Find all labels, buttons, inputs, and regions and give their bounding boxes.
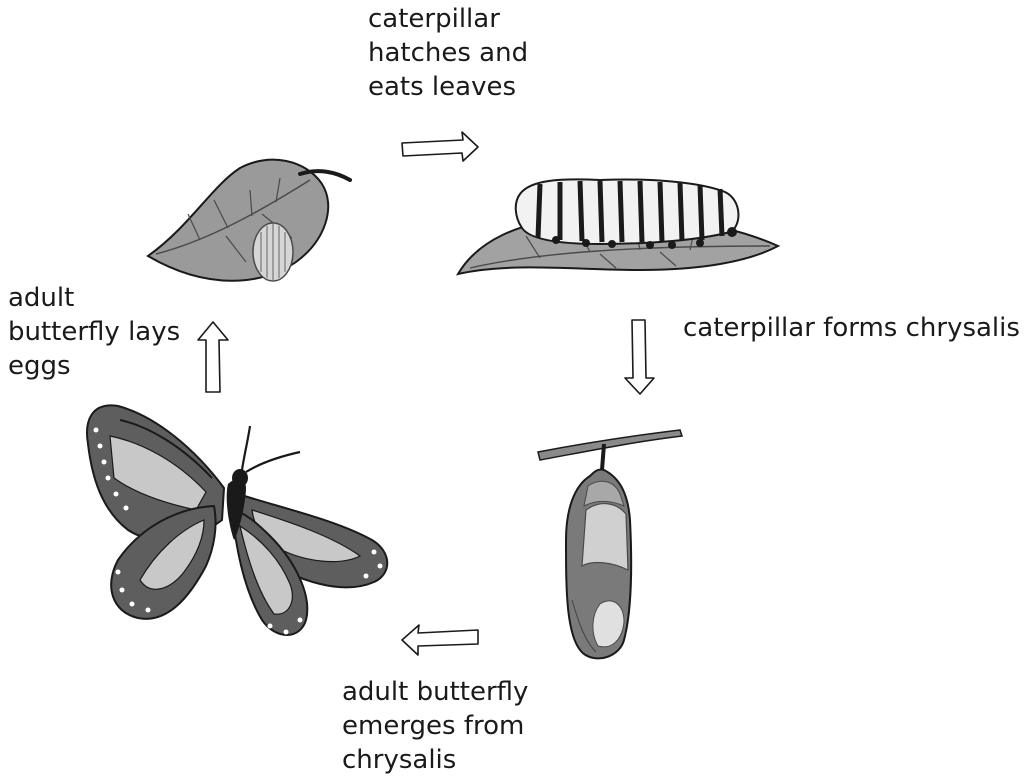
arrow-down-icon bbox=[625, 320, 654, 394]
label-butterfly-lays-eggs: adult butterfly lays eggs bbox=[8, 281, 180, 383]
label-line: hatches and bbox=[368, 36, 528, 70]
arrow-up-icon bbox=[198, 322, 228, 392]
label-line: adult bbox=[8, 281, 180, 315]
leaf-with-egg bbox=[148, 160, 350, 281]
label-caterpillar-hatches: caterpillar hatches and eats leaves bbox=[368, 2, 528, 104]
butterfly-icon bbox=[87, 405, 387, 635]
arrow-right-icon bbox=[402, 132, 478, 161]
label-line: chrysalis bbox=[342, 743, 528, 777]
egg-icon bbox=[253, 223, 293, 281]
label-line: caterpillar bbox=[368, 2, 528, 36]
label-line: adult butterfly bbox=[342, 675, 528, 709]
label-butterfly-emerges: adult butterfly emerges from chrysalis bbox=[342, 675, 528, 777]
chrysalis-icon bbox=[566, 469, 631, 658]
label-line: emerges from bbox=[342, 709, 528, 743]
label-forms-chrysalis: caterpillar forms chrysalis bbox=[683, 311, 1020, 345]
label-line: butterfly lays bbox=[8, 315, 180, 349]
caterpillar-on-leaf bbox=[458, 179, 778, 274]
label-line: eggs bbox=[8, 349, 180, 383]
arrow-left-icon bbox=[402, 625, 478, 655]
chrysalis-on-twig bbox=[538, 430, 682, 658]
label-line: caterpillar forms chrysalis bbox=[683, 311, 1020, 345]
label-line: eats leaves bbox=[368, 70, 528, 104]
